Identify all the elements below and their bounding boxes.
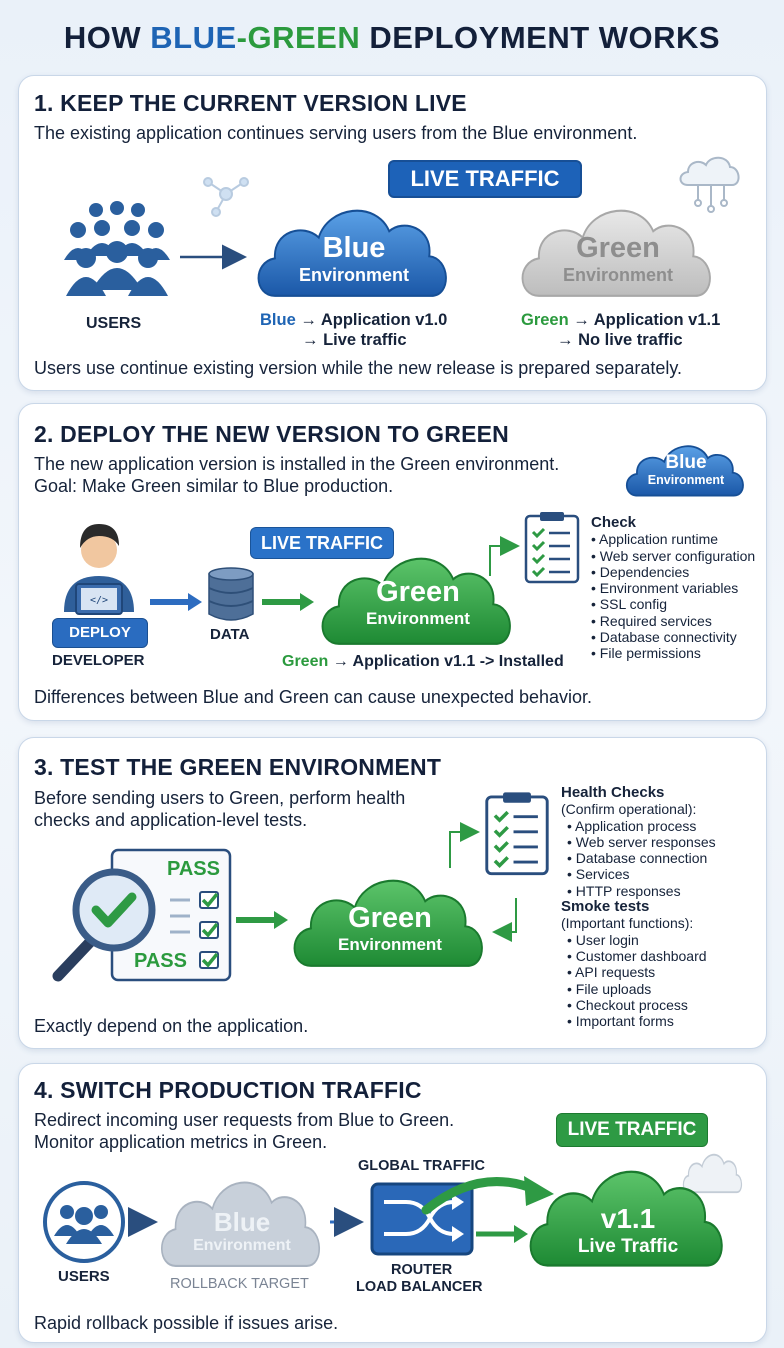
data-label: DATA — [210, 626, 250, 643]
traffic-switch-arrow — [421, 1176, 554, 1215]
step4-description-line2: Monitor application metrics in Green. — [34, 1132, 328, 1152]
smoke-test-item: User login — [561, 932, 716, 948]
step4-description-line1: Redirect incoming user requests from Blu… — [34, 1110, 455, 1130]
step3-arrow-to-green — [236, 911, 288, 929]
check-item: Dependencies — [591, 564, 755, 580]
svg-text:</>: </> — [90, 595, 108, 606]
step4-blue-cloud-subtitle: Environment — [193, 1237, 291, 1254]
step2-green-cloud-subtitle: Environment — [366, 609, 470, 628]
health-check-item: HTTP responses — [561, 883, 716, 899]
global-traffic-label: GLOBAL TRAFFIC — [358, 1158, 485, 1174]
step4-footer: Rapid rollback possible if issues arise. — [34, 1313, 339, 1333]
check-title: Check — [591, 514, 637, 531]
check-item: SSL config — [591, 596, 755, 612]
step1-arrow — [180, 244, 247, 270]
step2-arrow-dev-to-data — [150, 593, 202, 611]
router-label-line2: LOAD BALANCER — [356, 1279, 483, 1295]
step3-description-line2: checks and application-level tests. — [34, 810, 308, 830]
step1-green-caption-line1: Green → Application v1.1 — [521, 311, 721, 329]
health-checks-title: Health Checks — [561, 784, 665, 801]
check-item: Required services — [591, 613, 755, 629]
step1-blue-cloud-title: Blue — [322, 232, 386, 264]
step1-green-cloud-title: Green — [576, 232, 660, 264]
smoke-test-item: Checkout process — [561, 997, 716, 1013]
step2-checklist-icon — [524, 512, 580, 584]
title-green-word: GREEN — [247, 20, 361, 55]
step3-loop-arrows — [449, 822, 517, 942]
step1-footer: Users use continue existing version whil… — [34, 358, 683, 378]
step3-checks-list: Health Checks (Confirm operational): App… — [561, 784, 716, 1029]
step2-description-line1: The new application version is installed… — [34, 454, 560, 474]
step2-arrow-data-to-green — [262, 593, 314, 611]
step4-arrow-router-to-green — [476, 1225, 528, 1243]
health-check-item: Database connection — [561, 850, 716, 866]
pass-label-bottom: PASS — [134, 950, 187, 972]
step3-heading: 3. TEST THE GREEN ENVIRONMENT — [34, 754, 442, 780]
step4-green-cloud-title: v1.1 — [600, 1203, 656, 1234]
router-label-line1: ROUTER — [391, 1262, 453, 1278]
step4-blue-cloud-title: Blue — [213, 1207, 271, 1237]
step3-green-cloud-title: Green — [348, 902, 432, 934]
step3-green-cloud-subtitle: Environment — [338, 935, 442, 954]
step2-blue-cloud-title: Blue — [665, 452, 707, 473]
health-checks-subtitle: (Confirm operational): — [561, 801, 697, 818]
page-title: HOW BLUE-GREEN DEPLOYMENT WORKS — [63, 20, 721, 55]
smoke-test-item: Customer dashboard — [561, 948, 716, 964]
health-check-item: Services — [561, 866, 716, 882]
step2-green-cloud-title: Green — [376, 576, 460, 608]
smoke-tests-subtitle: (Important functions): — [561, 915, 694, 932]
step4-users-icon — [43, 1181, 125, 1263]
step2-live-traffic-badge: LIVE TRAFFIC — [250, 527, 394, 559]
health-check-item: Web server responses — [561, 834, 716, 850]
step3-description-line1: Before sending users to Green, perform h… — [34, 788, 406, 808]
cloud-network-icon — [679, 156, 740, 213]
step1-heading: 1. KEEP THE CURRENT VERSION LIVE — [34, 90, 467, 116]
step4-heading: 4. SWITCH PRODUCTION TRAFFIC — [34, 1077, 422, 1103]
smoke-test-item: File uploads — [561, 981, 716, 997]
users-group-icon — [64, 201, 170, 296]
step2-blue-cloud-subtitle: Environment — [647, 473, 725, 487]
step1-green-caption-line2: → No live traffic — [557, 331, 683, 349]
step3-footer: Exactly depend on the application. — [34, 1016, 309, 1036]
step2-green-caption: Green → Application v1.1 -> Installed — [282, 653, 564, 670]
step1-blue-cloud-subtitle: Environment — [298, 265, 409, 285]
step1-description: The existing application continues servi… — [34, 123, 638, 143]
step4-green-cloud-subtitle: Live Traffic — [577, 1236, 679, 1257]
test-report-icon — [52, 848, 232, 982]
developer-label: DEVELOPER — [52, 652, 145, 669]
check-item: Environment variables — [591, 580, 755, 596]
smoke-test-item: Important forms — [561, 1013, 716, 1029]
check-item: Application runtime — [591, 531, 755, 547]
step4-arrow-blue-to-router — [330, 1207, 364, 1237]
step1-users-label: USERS — [86, 315, 142, 332]
step3-checklist-icon — [485, 792, 549, 876]
step1-live-traffic-badge: LIVE TRAFFIC — [388, 160, 582, 198]
health-check-item: Application process — [561, 818, 716, 834]
developer-icon: </> — [64, 524, 134, 615]
deploy-badge: DEPLOY — [52, 618, 148, 648]
smoke-test-item: API requests — [561, 964, 716, 980]
step1-green-cloud-subtitle: Environment — [562, 265, 673, 285]
step2-connector-arrow — [489, 536, 520, 576]
step1-blue-caption-line2: → Live traffic — [302, 331, 407, 349]
router-switch-icon — [370, 1182, 474, 1256]
step2-check-list: Check Application runtime Web server con… — [591, 514, 755, 662]
step2-description-line2: Goal: Make Green similar to Blue product… — [34, 476, 394, 496]
step2-footer: Differences between Blue and Green can c… — [34, 687, 593, 707]
step4-live-traffic-badge: LIVE TRAFFIC — [556, 1113, 708, 1147]
pass-label-top: PASS — [167, 858, 220, 880]
step1-blue-caption-line1: Blue → Application v1.0 — [260, 311, 448, 329]
smoke-tests-title: Smoke tests — [561, 898, 650, 916]
network-icon — [203, 177, 249, 217]
check-item: File permissions — [591, 645, 755, 661]
check-item: Database connectivity — [591, 629, 755, 645]
step2-heading: 2. DEPLOY THE NEW VERSION TO GREEN — [34, 421, 509, 447]
title-blue-word: BLUE — [150, 20, 237, 55]
check-item: Web server configuration — [591, 548, 755, 564]
step4-arrow-users-to-blue — [128, 1207, 158, 1237]
database-icon — [208, 567, 254, 621]
step4-users-label: USERS — [58, 1268, 110, 1285]
rollback-target-label: ROLLBACK TARGET — [170, 1276, 309, 1292]
